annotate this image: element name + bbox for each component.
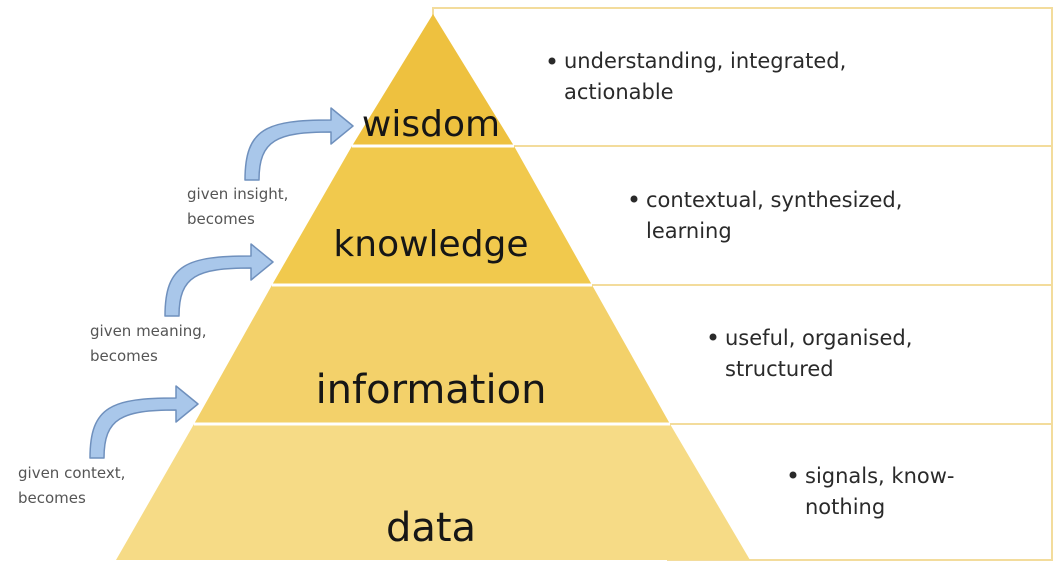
- pyramid-tier-knowledge: [272, 146, 592, 285]
- curved-arrow-icon: [244, 107, 354, 181]
- transition-caption-context-line-1: given context,: [18, 464, 125, 482]
- curved-arrow-icon: [164, 243, 274, 317]
- knowledge-description-line-1: contextual, synthesized,: [646, 188, 902, 212]
- bullet-dot: [709, 333, 717, 341]
- bullet-dot: [630, 195, 638, 203]
- transition-caption-meaning-line-1: given meaning,: [90, 322, 207, 340]
- wisdom-description-box: [432, 7, 1053, 147]
- knowledge-description-box: [509, 145, 1053, 286]
- bullet-dot: [548, 57, 556, 65]
- transition-caption-insight-line-1: given insight,: [187, 185, 288, 203]
- level-label-wisdom: wisdom: [362, 104, 500, 145]
- bullet-dot: [789, 471, 797, 479]
- knowledge-description-line-2: learning: [646, 219, 732, 243]
- wisdom-description-line-1: understanding, integrated,: [564, 49, 846, 73]
- information-description-line-2: structured: [725, 357, 834, 381]
- wisdom-description-line-2: actionable: [564, 80, 674, 104]
- curved-arrow-icon: [89, 385, 199, 459]
- information-description-line-1: useful, organised,: [725, 326, 912, 350]
- data-description-line-2: nothing: [805, 495, 885, 519]
- pyramid-tier-data: [116, 424, 750, 560]
- transition-caption-insight-line-2: becomes: [187, 210, 255, 228]
- information-description-box: [589, 284, 1053, 425]
- data-description-line-1: signals, know-: [805, 464, 954, 488]
- transition-caption-context-line-2: becomes: [18, 489, 86, 507]
- pyramid-tier-information: [194, 285, 670, 424]
- pyramid-tier-wisdom: [352, 14, 514, 146]
- transition-caption-meaning-line-2: becomes: [90, 347, 158, 365]
- level-label-data: data: [386, 505, 476, 551]
- level-label-information: information: [316, 367, 547, 413]
- level-label-knowledge: knowledge: [333, 224, 528, 265]
